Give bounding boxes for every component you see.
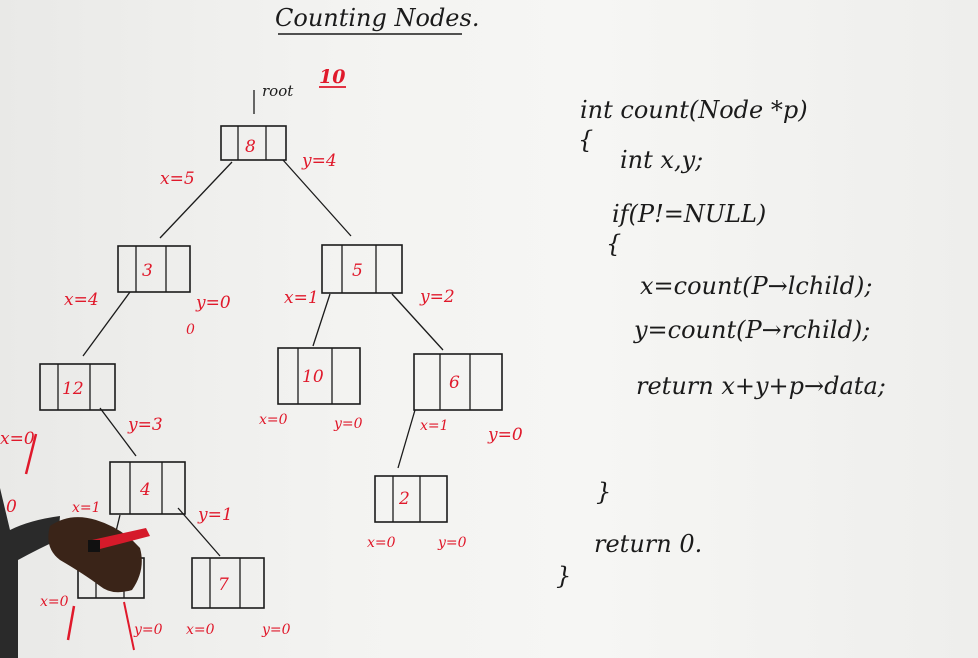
annot-x: x=1 [284, 288, 319, 308]
edge-12-4 [99, 407, 137, 457]
code-line: x=count(P→lchild); [640, 272, 872, 300]
tree-node: 3 [117, 245, 191, 293]
node-box [321, 244, 403, 294]
annot-x: x=5 [160, 169, 195, 189]
node-value: 4 [139, 480, 151, 500]
annot-y: y=2 [419, 287, 455, 307]
node-box [109, 461, 186, 515]
code-line: } [556, 562, 571, 590]
annot-x: x=0 [259, 412, 288, 428]
annot-x: x=4 [64, 290, 99, 310]
tree-node: 8 [220, 125, 287, 161]
node-value: 6 [449, 373, 460, 393]
tree-node: 5 [321, 244, 403, 294]
code-block: int count(Node *p) { int x,y; if(P!=NULL… [556, 96, 886, 590]
annot-x: x=0 [0, 429, 35, 449]
annot-x: x=1 [72, 500, 101, 516]
annot-x: x=0 [40, 594, 69, 610]
presenter-hand [0, 488, 150, 658]
code-line: } [596, 478, 611, 506]
tree-node: 2 [374, 475, 448, 523]
annot-return-stroke [123, 601, 135, 651]
annot-y: y=0 [133, 622, 163, 638]
node-box [220, 125, 287, 161]
annot-x: x=0 [367, 535, 396, 551]
annot-x: x=0 [186, 622, 215, 638]
annot-y: y=4 [301, 151, 337, 171]
annot-return: 0 [6, 497, 17, 517]
annot-y: y=0 [195, 293, 231, 313]
annot-return: 0 [186, 322, 195, 338]
tree-edges [82, 159, 444, 557]
tree-node: 6 [413, 353, 503, 411]
annot-y: y=3 [127, 415, 163, 435]
code-line: int count(Node *p) [580, 96, 808, 124]
presenter-sleeve [0, 488, 60, 658]
edge-4-7 [177, 507, 221, 557]
annot-return-stroke [66, 605, 76, 641]
tree-node: 4 [109, 461, 186, 515]
node-value: 3 [142, 261, 153, 281]
code-line: y=count(P→rchild); [633, 316, 870, 344]
marker-cap [88, 540, 100, 552]
node-box [191, 557, 265, 609]
node-value: 7 [218, 575, 229, 595]
edge-8-3 [159, 161, 233, 239]
code-line: { [606, 230, 621, 258]
annot-y: y=0 [487, 425, 523, 445]
root-label: root [262, 82, 294, 100]
presenter-hand-shape [48, 517, 142, 593]
annot-y: y=0 [437, 535, 467, 551]
node-box [413, 353, 503, 411]
edge-3-12 [82, 291, 131, 357]
code-line: { [578, 126, 593, 154]
code-line: int x,y; [620, 146, 703, 174]
node-box [117, 245, 191, 293]
tree-node: 10 [277, 347, 361, 405]
tree-node: 12 [39, 363, 116, 411]
recursion-annotations: x=5 y=4 x=4 y=0 0 x=1 y=2 x=0 0 y=3 x=0 … [0, 151, 523, 651]
annot-x: x=1 [420, 418, 449, 434]
node-value: 12 [62, 379, 84, 399]
node-box [277, 347, 361, 405]
annot-y: y=1 [197, 505, 233, 525]
count-result: 10 [319, 66, 345, 88]
edge-5-6 [391, 293, 444, 351]
code-line: return 0. [594, 530, 702, 558]
marker-pen [92, 528, 150, 550]
code-line: if(P!=NULL) [612, 200, 766, 228]
node-value: 5 [352, 261, 363, 281]
node-value: 2 [398, 489, 410, 509]
annot-return-stroke [24, 433, 38, 475]
edge-5-10 [312, 293, 331, 347]
edge-6-2 [397, 409, 416, 469]
tree-node: 7 [191, 557, 265, 609]
node-box [374, 475, 448, 523]
board-title: Counting Nodes. [275, 4, 479, 32]
node-box [39, 363, 116, 411]
node-value: 10 [302, 367, 324, 387]
edge-8-5 [282, 159, 352, 237]
annot-y: y=0 [261, 622, 291, 638]
node-value: 8 [245, 137, 256, 157]
code-line: return x+y+p→data; [636, 372, 886, 400]
annot-y: y=0 [333, 416, 363, 432]
